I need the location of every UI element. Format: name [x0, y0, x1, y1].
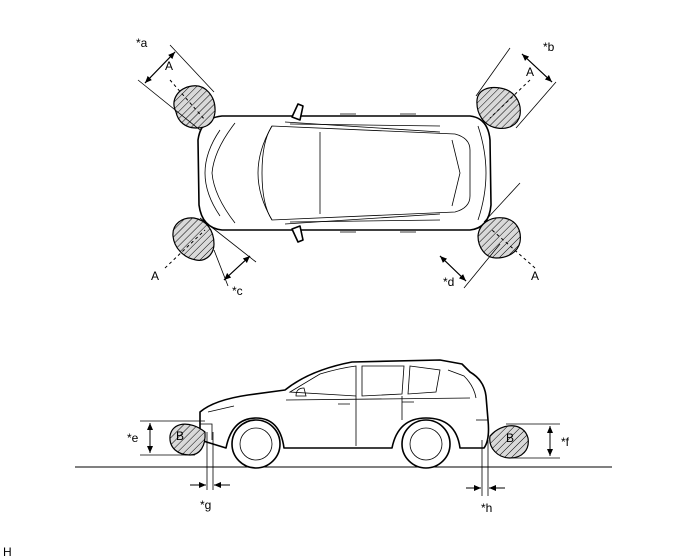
- sensor-zone-rear-right: [439, 182, 536, 289]
- figure-code: H: [3, 545, 12, 559]
- sensor-zone-front: [140, 420, 230, 490]
- label-f: *f: [561, 435, 570, 449]
- zone-label-b-front: B: [176, 429, 184, 443]
- sensor-zone-rear-left: [164, 217, 257, 287]
- sensor-zone-front-right: [475, 47, 557, 130]
- car-top-view: [197, 103, 492, 243]
- zone-label-a-front-right: A: [526, 65, 534, 79]
- zone-label-a-rear-left: A: [151, 269, 159, 283]
- sensor-zone-front-left: [137, 44, 216, 131]
- label-h: *h: [481, 501, 492, 515]
- label-g: *g: [200, 498, 211, 512]
- side-view: *e *f *g *h B B: [75, 359, 612, 515]
- label-a: *a: [136, 36, 148, 50]
- label-e: *e: [127, 431, 139, 445]
- label-b: *b: [543, 40, 555, 54]
- label-d: *d: [443, 275, 454, 289]
- top-view: *a *b *c *d A A A A: [136, 36, 557, 298]
- zone-label-a-front-left: A: [165, 59, 173, 73]
- sensor-zone-rear: [466, 423, 560, 496]
- car-side-view: [199, 359, 490, 469]
- zone-label-b-rear: B: [506, 431, 514, 445]
- label-c: *c: [232, 284, 243, 298]
- zone-label-a-rear-right: A: [531, 269, 539, 283]
